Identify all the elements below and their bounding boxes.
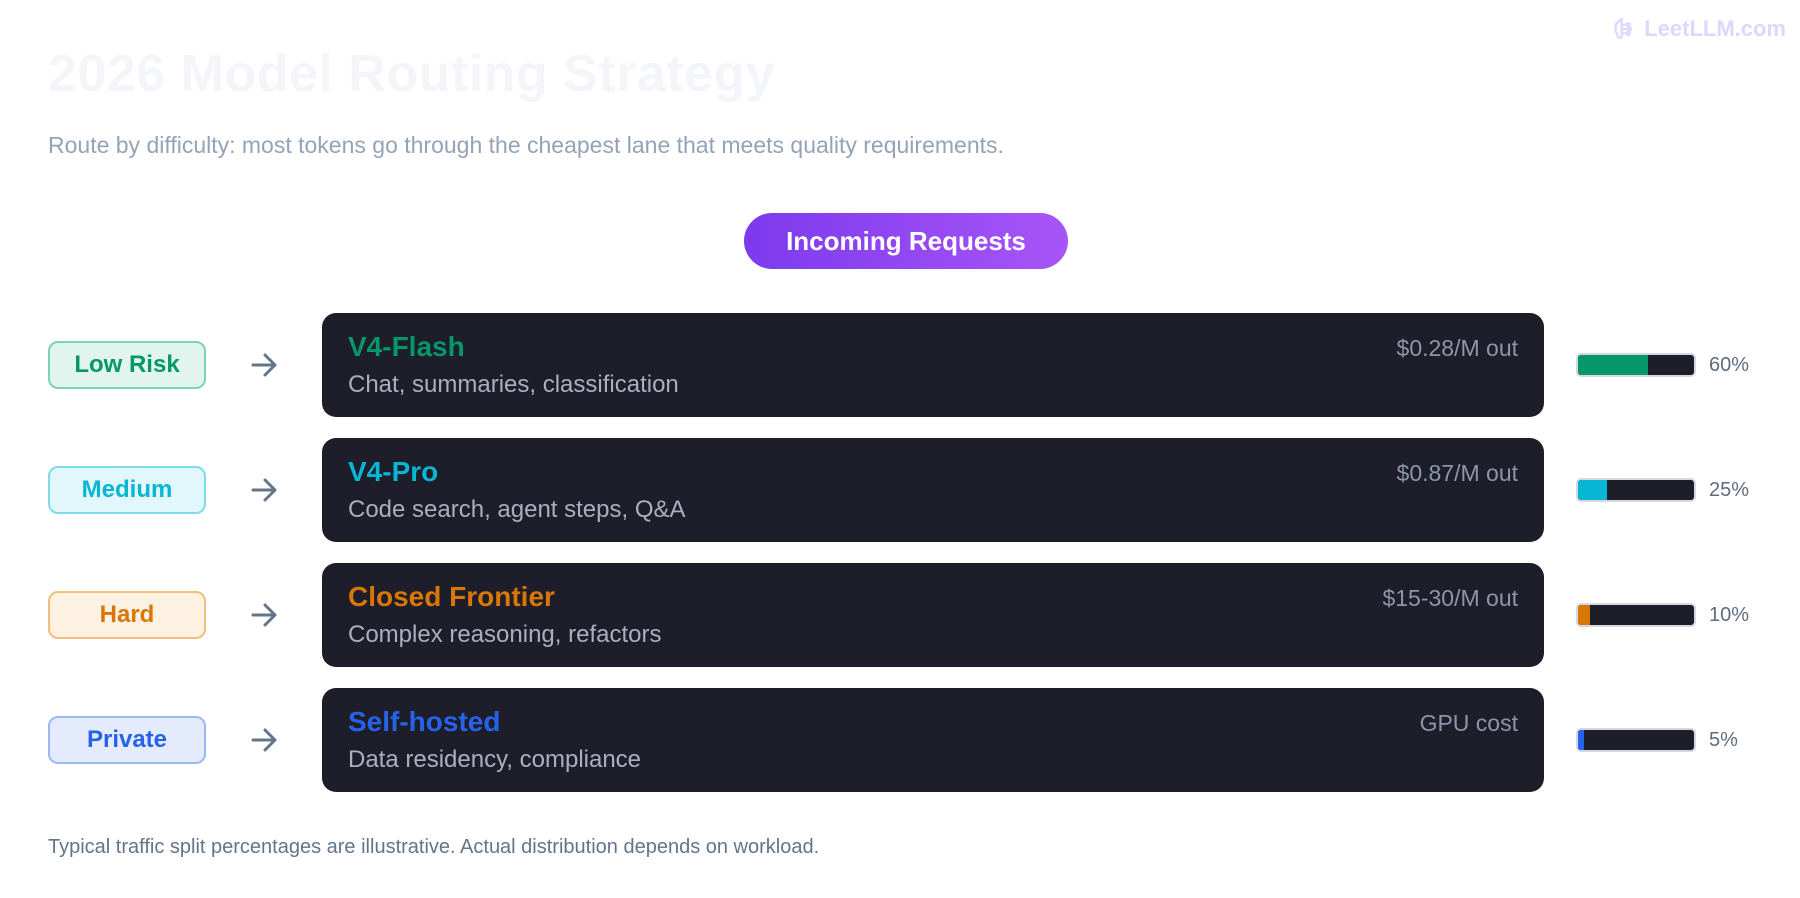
traffic-share-label: 10% <box>1709 604 1750 626</box>
difficulty-badge: Low Risk <box>48 341 206 389</box>
traffic-share-fill <box>1578 730 1584 750</box>
model-price: $0.87/M out <box>1396 460 1518 486</box>
model-price: $0.28/M out <box>1396 335 1518 361</box>
traffic-share-bar <box>1576 603 1696 627</box>
traffic-share-label: 25% <box>1709 479 1750 501</box>
traffic-share-bar <box>1576 353 1696 377</box>
arrow-right-icon <box>251 728 277 752</box>
model-description: Chat, summaries, classification <box>348 371 679 398</box>
brand-name: LeetLLM.com <box>1644 16 1786 41</box>
model-description: Code search, agent steps, Q&A <box>348 496 686 523</box>
arrow-right-icon <box>251 478 277 502</box>
page-subtitle: Route by difficulty: most tokens go thro… <box>48 132 1004 158</box>
traffic-share-label: 5% <box>1709 729 1738 751</box>
traffic-share-label: 60% <box>1709 354 1750 376</box>
model-name: V4-Pro <box>348 456 439 487</box>
difficulty-badge: Private <box>48 716 206 764</box>
difficulty-badge: Medium <box>48 466 206 514</box>
footnote: Typical traffic split percentages are il… <box>48 836 820 858</box>
traffic-share-bar <box>1576 728 1696 752</box>
model-name: Closed Frontier <box>348 581 555 612</box>
model-price: GPU cost <box>1419 710 1518 736</box>
model-description: Complex reasoning, refactors <box>348 621 662 648</box>
difficulty-badge: Hard <box>48 591 206 639</box>
traffic-share-bar <box>1576 478 1696 502</box>
model-name: Self-hosted <box>348 706 501 737</box>
brain-icon <box>1614 18 1633 40</box>
traffic-share-fill <box>1578 355 1648 375</box>
page-title: 2026 Model Routing Strategy <box>48 45 776 103</box>
model-description: Data residency, compliance <box>348 746 642 773</box>
brand-logo: LeetLLM.com <box>1612 16 1786 42</box>
model-price: $15-30/M out <box>1382 585 1518 611</box>
model-name: V4-Flash <box>348 331 465 362</box>
incoming-requests-pill: Incoming Requests <box>744 213 1068 269</box>
arrow-right-icon <box>251 603 277 627</box>
traffic-share-fill <box>1578 605 1590 625</box>
traffic-share-fill <box>1578 480 1607 500</box>
arrow-right-icon <box>251 353 277 377</box>
